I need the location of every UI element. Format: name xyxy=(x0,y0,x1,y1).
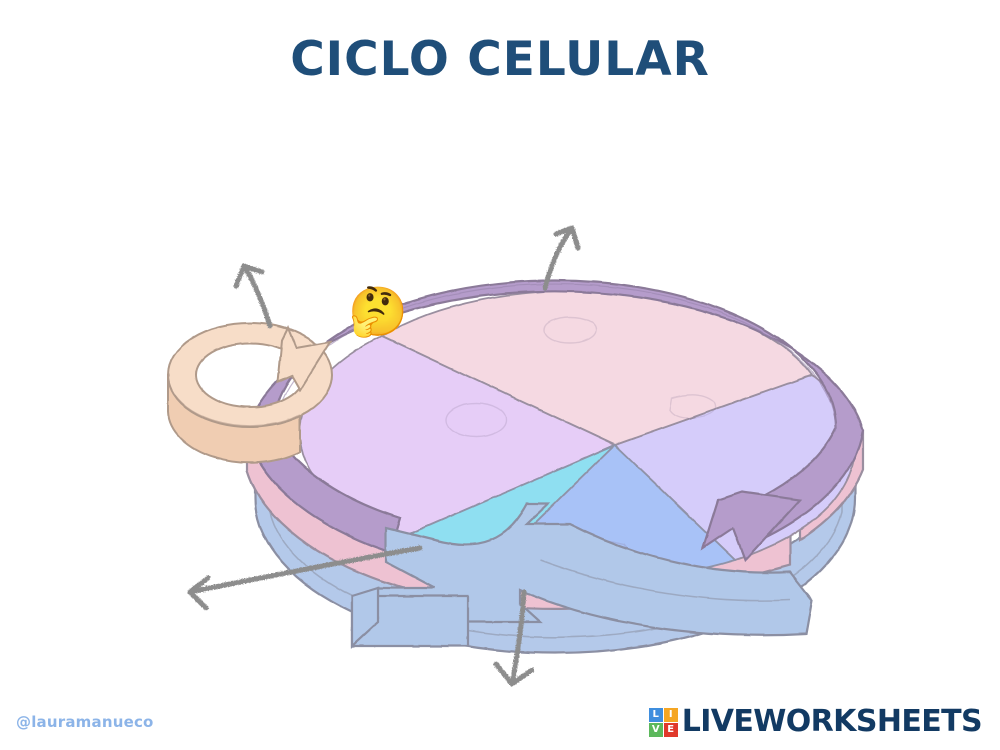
cell-cycle-pie xyxy=(298,289,856,580)
sketch-arrow-top-right xyxy=(542,225,581,291)
page-title: CICLO CELULAR xyxy=(290,32,710,87)
g0-arrowhead xyxy=(276,325,333,392)
sketch-arrow-bottom-left xyxy=(187,545,423,611)
interphase-arrowhead xyxy=(701,490,803,563)
sketch-arrow-top-left xyxy=(233,263,273,329)
mitosis-arrow[interactable] xyxy=(350,502,814,649)
thinking-face-emoji: 🤔 xyxy=(348,286,408,339)
interphase-ring-arrow[interactable] xyxy=(245,279,865,563)
sketch-arrow-bottom xyxy=(493,589,535,687)
liveworksheets-logo-icon: L I V E xyxy=(648,707,678,737)
logo-tile-v: V xyxy=(648,722,663,737)
g0-loop-arrow[interactable] xyxy=(166,322,334,464)
liveworksheets-logo-text: LIVEWORKSHEETS xyxy=(681,704,983,739)
logo-tile-l: L xyxy=(648,707,663,722)
liveworksheets-logo[interactable]: L I V E LIVEWORKSHEETS xyxy=(648,704,983,739)
watermark-handle: @lauramanueco xyxy=(16,713,154,731)
logo-tile-i: I xyxy=(663,707,678,722)
logo-tile-e: E xyxy=(663,722,678,737)
